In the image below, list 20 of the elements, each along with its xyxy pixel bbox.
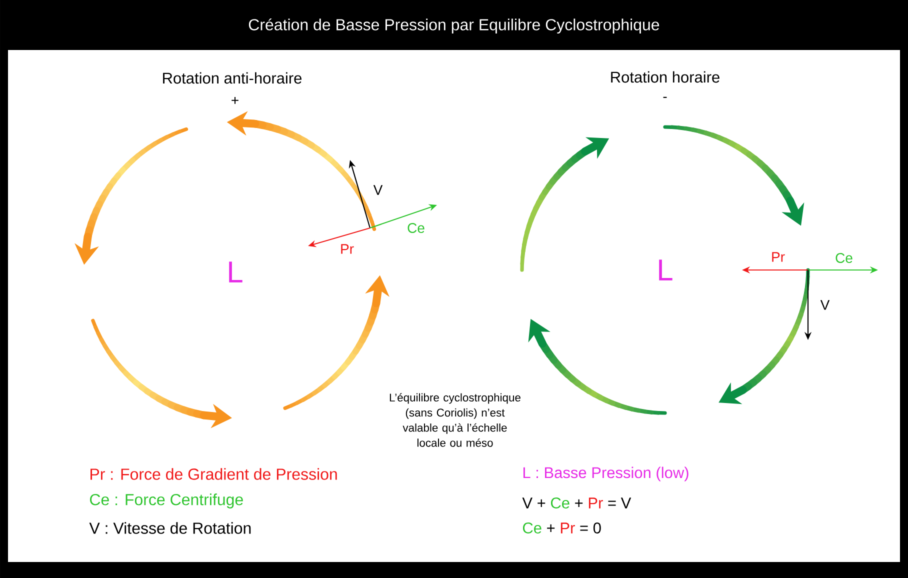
pressure-label: L [229, 262, 242, 282]
rotation-heading: Rotation anti-horaire [163, 72, 302, 84]
pressure-label: L [659, 260, 672, 280]
vector-label: Ce [836, 253, 852, 263]
vector-label: Pr [341, 244, 354, 254]
vector-label: Pr [772, 252, 785, 262]
equation: V + Ce + Pr = V [522, 498, 632, 508]
key-text: Ce : Force Centrifuge [90, 494, 243, 508]
key-text: V : Vitesse de Rotation [89, 522, 251, 534]
sign-label: + [232, 96, 238, 104]
title: Création de Basse Pression par Equilibre Cyclostrophique [248, 18, 660, 34]
rotation-heading: Rotation horaire [611, 71, 720, 83]
key-text: L : Basse Pression (low) [523, 466, 688, 482]
vector-label: V [820, 300, 830, 310]
vector-label: V [373, 185, 383, 195]
vector-label: Ce [408, 223, 424, 233]
sign-label: - [663, 96, 667, 98]
key-text: Pr : Force de Gradient de Pression [90, 468, 337, 480]
equation: Ce + Pr = 0 [523, 522, 601, 534]
note: L’équilibre cyclostrophique (sans Coriolis) n’est valable qu’à l’échelle locale ou méso [390, 393, 520, 447]
